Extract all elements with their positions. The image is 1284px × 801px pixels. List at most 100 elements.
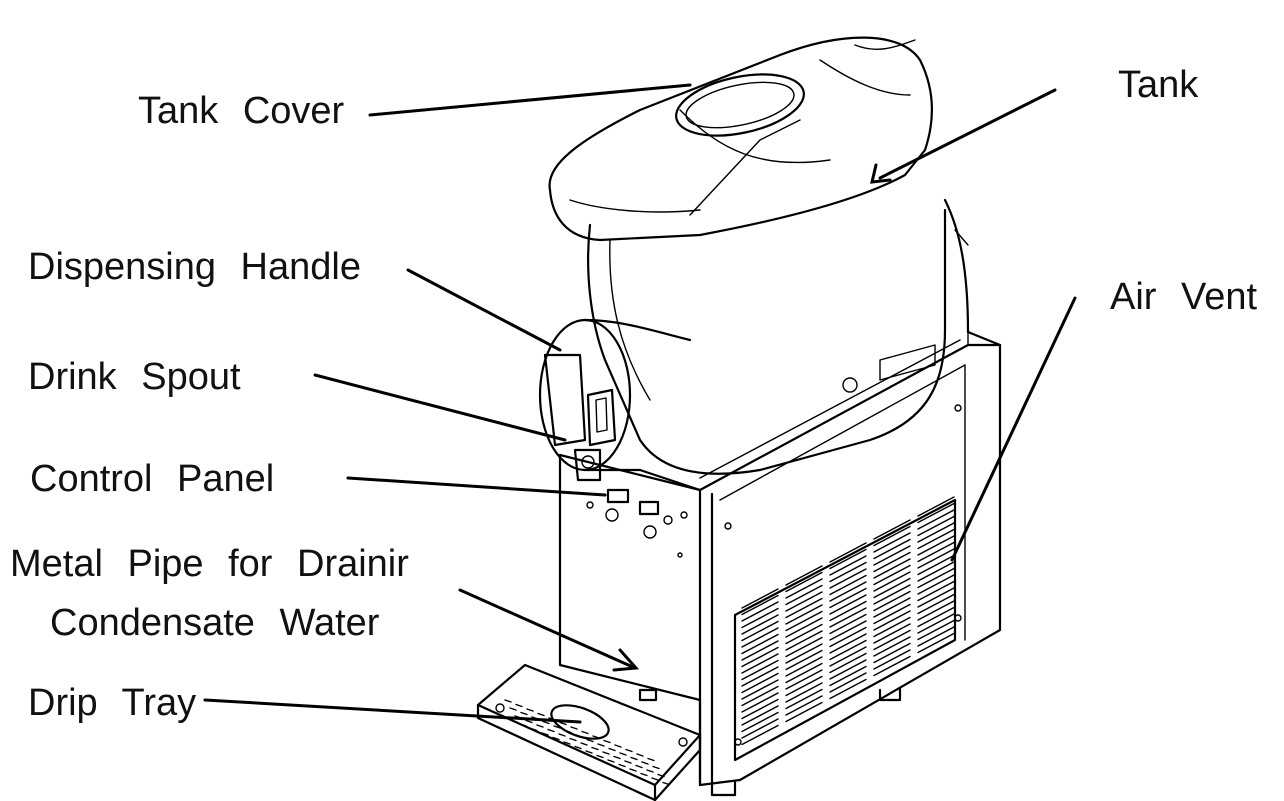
- tray-drain-slot: [515, 703, 523, 708]
- vent-slat: [829, 646, 867, 667]
- vent-slat: [829, 665, 867, 687]
- tray-drain-slot: [525, 719, 533, 724]
- tray-drain-slot: [662, 781, 670, 786]
- control-panel: [586, 488, 688, 558]
- vent-slat: [785, 591, 823, 612]
- tray-drain-slot: [630, 756, 638, 761]
- tray-drain-slot: [597, 743, 605, 747]
- vent-slat: [873, 551, 911, 573]
- tray-drain-slot: [602, 751, 610, 755]
- vent-slat: [829, 607, 867, 628]
- vent-slat: [785, 597, 823, 619]
- vent-slat: [873, 584, 911, 605]
- label-drink-spout: Drink Spout: [28, 356, 241, 398]
- vent-slat: [873, 532, 911, 553]
- vent-slat: [873, 538, 911, 560]
- vent-slat: [741, 672, 779, 694]
- vent-slat: [741, 692, 779, 713]
- vent-slat: [917, 593, 955, 615]
- vent-slat: [917, 522, 955, 543]
- vent-slat: [785, 623, 823, 645]
- label-metal-pipe-line2: Condensate Water: [50, 602, 380, 644]
- tank-cover: [548, 36, 933, 242]
- vent-slat: [829, 672, 867, 693]
- label-control-panel: Control Panel: [30, 458, 275, 500]
- vent-slat: [829, 574, 867, 596]
- arrow-tank: [878, 88, 1057, 180]
- vent-slat: [873, 590, 911, 612]
- vent-slat: [873, 610, 911, 631]
- vent-slat: [917, 528, 955, 550]
- drain-pipe: [638, 688, 658, 702]
- arrow-drain-pipe: [458, 588, 637, 670]
- tray-drain-slot: [592, 735, 600, 739]
- vent-slat: [917, 600, 955, 621]
- vent-slat: [741, 646, 779, 668]
- vent-slat: [785, 617, 823, 638]
- vent-slat: [917, 626, 955, 647]
- tray-drain-slot: [614, 744, 622, 748]
- vent-slat: [741, 679, 779, 700]
- vent-slat: [785, 604, 823, 625]
- tray-drain-slot: [646, 769, 654, 773]
- tray-drain-slot: [504, 699, 512, 703]
- tray-drain-slot: [651, 777, 659, 781]
- vent-slat: [917, 541, 955, 563]
- vent-slat: [829, 581, 867, 602]
- tray-drain-slot: [636, 753, 644, 757]
- tray-drain-slot: [635, 764, 643, 769]
- arrow-dispensing-handle: [406, 268, 562, 352]
- arrow-drip-tray: [203, 698, 582, 724]
- vent-slat: [917, 632, 955, 654]
- vent-slat: [829, 561, 867, 583]
- arrow-drink-spout: [313, 373, 567, 442]
- vent-slat: [785, 578, 823, 599]
- tray-drain-slot: [530, 727, 538, 732]
- tray-drain-slot: [536, 724, 544, 728]
- tray-drain-slot: [563, 741, 571, 745]
- vent-slat: [917, 515, 955, 537]
- label-air-vent: Air Vent: [1110, 276, 1258, 318]
- vent-slat: [741, 724, 779, 746]
- tray-drain-slot: [596, 754, 604, 759]
- vent-slat: [829, 555, 867, 576]
- air-vent-grille: [733, 496, 957, 762]
- dispensing-head: [538, 318, 692, 482]
- vent-slat: [873, 545, 911, 566]
- vent-slat: [917, 535, 955, 556]
- tray-drain-slot: [541, 732, 549, 736]
- vent-slat: [741, 607, 779, 629]
- tray-drain-slot: [603, 739, 611, 744]
- arrow-air-vent: [950, 296, 1077, 562]
- vent-slat: [829, 568, 867, 589]
- vent-slat: [785, 649, 823, 671]
- vent-slat: [917, 496, 955, 517]
- vent-slat: [741, 627, 779, 648]
- label-tank-cover: Tank Cover: [138, 90, 345, 132]
- arrow-tank-head: [870, 163, 892, 184]
- vent-slat: [917, 567, 955, 589]
- vent-slat: [785, 571, 823, 593]
- vent-slat: [785, 565, 823, 586]
- vent-slat: [873, 616, 911, 638]
- cabinet: [558, 330, 1002, 797]
- vent-slat: [873, 558, 911, 579]
- vent-slat: [741, 614, 779, 635]
- vent-slat: [785, 656, 823, 677]
- vent-slat: [873, 623, 911, 644]
- tray-drain-slot: [629, 768, 637, 772]
- tray-drain-slot: [552, 736, 560, 741]
- vent-slat: [873, 525, 911, 547]
- vent-slat: [829, 600, 867, 622]
- vent-slat: [829, 626, 867, 648]
- tray-drain-slot: [624, 760, 632, 764]
- tray-drain-slot: [613, 755, 621, 760]
- tray-drain-slot: [564, 729, 572, 734]
- vent-slat: [829, 639, 867, 661]
- tray-drain-slot: [537, 712, 545, 717]
- vent-slat: [917, 580, 955, 602]
- vent-slat: [917, 509, 955, 530]
- vent-slat: [741, 659, 779, 681]
